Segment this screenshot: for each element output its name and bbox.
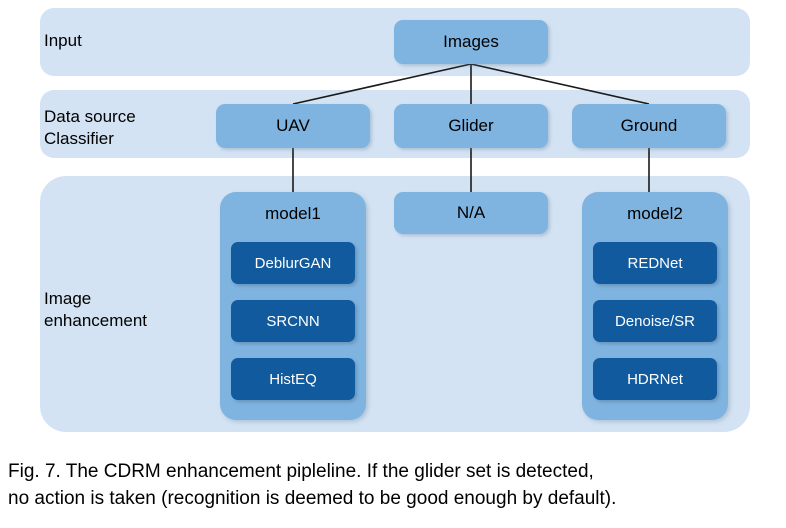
stage-box-histeq[interactable]: HistEQ <box>231 358 355 400</box>
stage-box-denoise-sr[interactable]: Denoise/SR <box>593 300 717 342</box>
figure-caption: Fig. 7. The CDRM enhancement pipleline. … <box>8 458 780 512</box>
band-label-data-source-classifier: Data source Classifier <box>44 107 136 148</box>
node-ground[interactable]: Ground <box>572 104 726 148</box>
model-group-model2[interactable]: model2 REDNet Denoise/SR HDRNet <box>582 192 728 420</box>
node-uav[interactable]: UAV <box>216 104 370 148</box>
stage-box-hdrnet[interactable]: HDRNet <box>593 358 717 400</box>
model-group-title-model1: model1 <box>265 204 321 223</box>
node-glider[interactable]: Glider <box>394 104 548 148</box>
stage-box-rednet[interactable]: REDNet <box>593 242 717 284</box>
band-label-image-enhancement: Image enhancement <box>44 289 148 330</box>
stage-box-deblurgan[interactable]: DeblurGAN <box>231 242 355 284</box>
node-na[interactable]: N/A <box>394 192 548 234</box>
model-group-title-model2: model2 <box>627 204 683 223</box>
node-images[interactable]: Images <box>394 20 548 64</box>
figure-diagram: Input Data source Classifier Image enhan… <box>40 8 750 432</box>
band-label-input: Input <box>44 31 82 50</box>
figure-caption-line-1: Fig. 7. The CDRM enhancement pipleline. … <box>8 461 594 482</box>
stage-box-srcnn[interactable]: SRCNN <box>231 300 355 342</box>
model-group-model1[interactable]: model1 DeblurGAN SRCNN HistEQ <box>220 192 366 420</box>
figure-caption-line-2: no action is taken (recognition is deeme… <box>8 488 617 509</box>
